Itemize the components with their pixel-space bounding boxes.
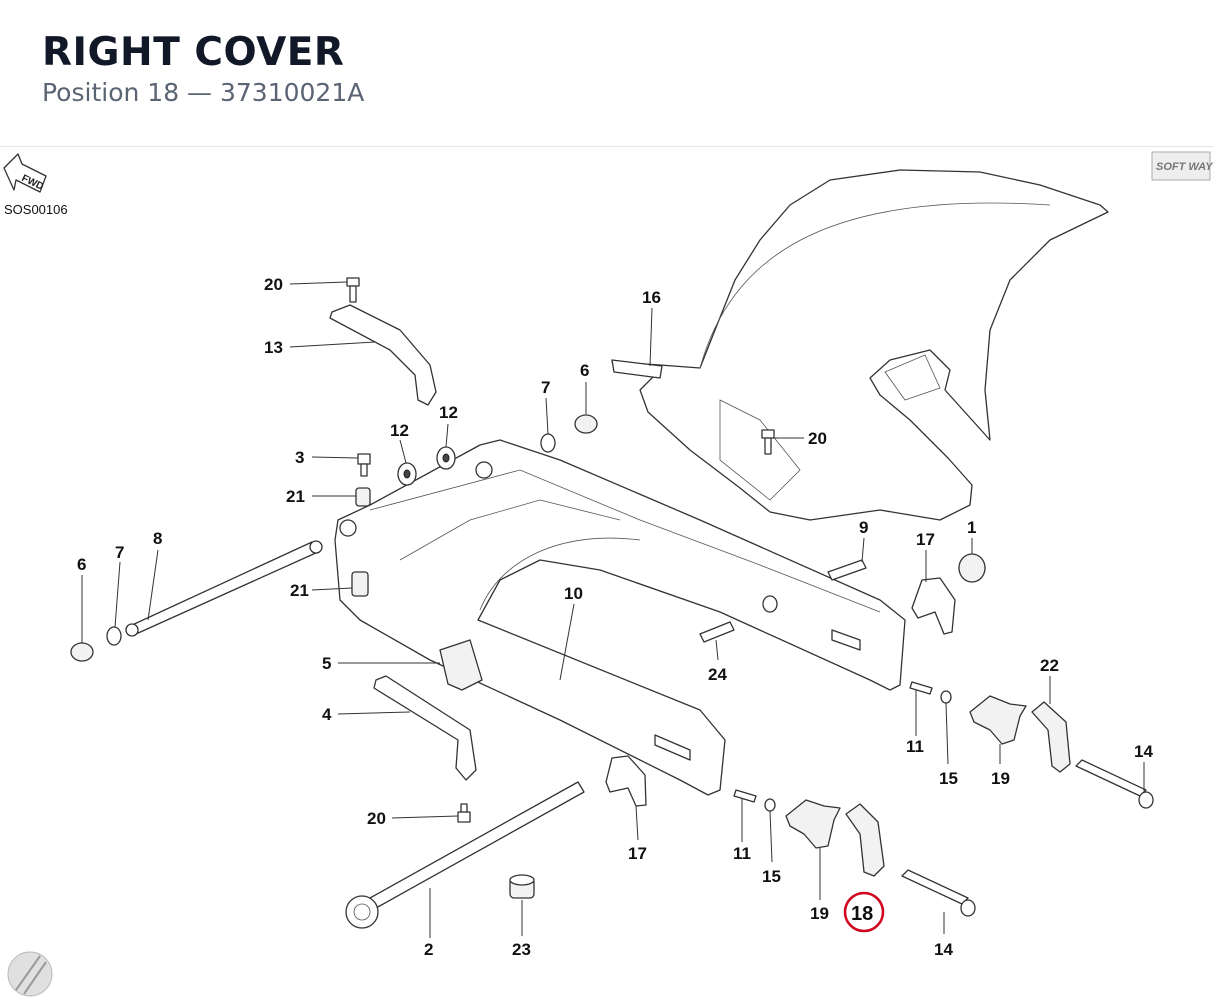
part-20-screw-top	[346, 277, 360, 303]
callout-11[interactable]: 11	[733, 844, 751, 863]
callout-5[interactable]: 5	[322, 654, 331, 673]
callout-6[interactable]: 6	[580, 361, 589, 380]
callout-11[interactable]: 11	[906, 737, 924, 756]
callout-3[interactable]: 3	[295, 448, 304, 467]
part-17-bracket-left	[605, 755, 647, 807]
callout-15[interactable]: 15	[762, 867, 781, 886]
part-3-bolt	[357, 453, 371, 477]
callout-7[interactable]: 7	[115, 543, 124, 562]
callout-labels: 20 13 3 21 21 6 7 8 12 12 7 6 16 20 9 17…	[77, 275, 1153, 959]
callout-16[interactable]: 16	[642, 288, 661, 307]
callout-20[interactable]: 20	[367, 809, 386, 828]
part-18-right-cover	[845, 803, 885, 877]
part-7-washer-right	[540, 433, 556, 453]
fwd-arrow-icon: FWD	[3, 153, 47, 193]
part-14-bolt-lower	[901, 869, 969, 905]
callout-20[interactable]: 20	[264, 275, 283, 294]
callout-9[interactable]: 9	[859, 518, 868, 537]
callout-1[interactable]: 1	[967, 518, 976, 537]
part-4-support-arm	[373, 675, 477, 781]
callout-17[interactable]: 17	[916, 530, 935, 549]
part-9-bolt	[827, 559, 867, 581]
part-23-cap	[509, 874, 535, 899]
part-11-bolt-upper	[909, 681, 933, 695]
callout-7[interactable]: 7	[541, 378, 550, 397]
callout-15[interactable]: 15	[939, 769, 958, 788]
callout-12[interactable]: 12	[439, 403, 458, 422]
page-header: RIGHT COVER Position 18 — 37310021A	[0, 0, 1214, 147]
corner-logo-icon	[7, 951, 53, 997]
callout-21[interactable]: 21	[286, 487, 305, 506]
callout-14[interactable]: 14	[934, 940, 953, 959]
part-6-cap-right	[574, 414, 598, 434]
part-19-adjuster-upper	[969, 695, 1027, 745]
callout-20[interactable]: 20	[808, 429, 827, 448]
callout-18-highlighted[interactable]: 18	[851, 903, 873, 925]
callout-4[interactable]: 4	[322, 705, 332, 724]
callout-12[interactable]: 12	[390, 421, 409, 440]
leader-lines	[81, 281, 1145, 938]
callout-21[interactable]: 21	[290, 581, 309, 600]
part-7-washer-left	[106, 626, 122, 646]
callout-22[interactable]: 22	[1040, 656, 1059, 675]
page-subtitle: Position 18 — 37310021A	[42, 78, 365, 107]
callout-19[interactable]: 19	[991, 769, 1010, 788]
diagram-ref-code: SOS00106	[4, 202, 68, 217]
part-17-bracket-right	[911, 577, 956, 635]
callout-17[interactable]: 17	[628, 844, 647, 863]
part-5-chain-slider-plate	[439, 639, 483, 691]
callout-2[interactable]: 2	[424, 940, 433, 959]
part-15-washer-upper	[940, 690, 952, 704]
part-21-spacer-bottom	[351, 571, 369, 597]
part-22-chain-adjuster-block	[1031, 701, 1071, 773]
part-13-chain-guard	[329, 304, 437, 406]
part-10-swingarm	[334, 439, 906, 796]
part-15-washer-lower	[764, 798, 776, 812]
part-8-pivot-shaft	[125, 540, 323, 637]
callout-19[interactable]: 19	[810, 904, 829, 923]
callout-10[interactable]: 10	[564, 584, 583, 603]
part-11-bolt-lower	[733, 789, 757, 803]
part-14-bolt-upper	[1075, 759, 1147, 797]
callout-8[interactable]: 8	[153, 529, 162, 548]
callout-14[interactable]: 14	[1134, 742, 1153, 761]
softway-logo: SOFT WAY	[1151, 151, 1214, 181]
part-20-screw-bottom	[457, 803, 471, 823]
part-21-spacer-top	[355, 487, 371, 507]
part-20-screw-middle	[761, 429, 775, 455]
part-2-wheel-spindle	[345, 781, 585, 929]
part-24-stud	[699, 595, 778, 643]
callout-24[interactable]: 24	[708, 665, 727, 684]
part-6-cap-left	[70, 642, 94, 662]
part-1-bush	[958, 553, 986, 583]
part-16-rear-hugger	[611, 169, 1109, 521]
part-19-adjuster-lower	[785, 799, 841, 849]
callout-23[interactable]: 23	[512, 940, 531, 959]
callout-6[interactable]: 6	[77, 555, 86, 574]
page-title: RIGHT COVER	[42, 30, 345, 75]
callout-13[interactable]: 13	[264, 338, 283, 357]
brand-label: SOFT WAY	[1156, 161, 1214, 173]
highlight-ring-18	[843, 891, 885, 933]
